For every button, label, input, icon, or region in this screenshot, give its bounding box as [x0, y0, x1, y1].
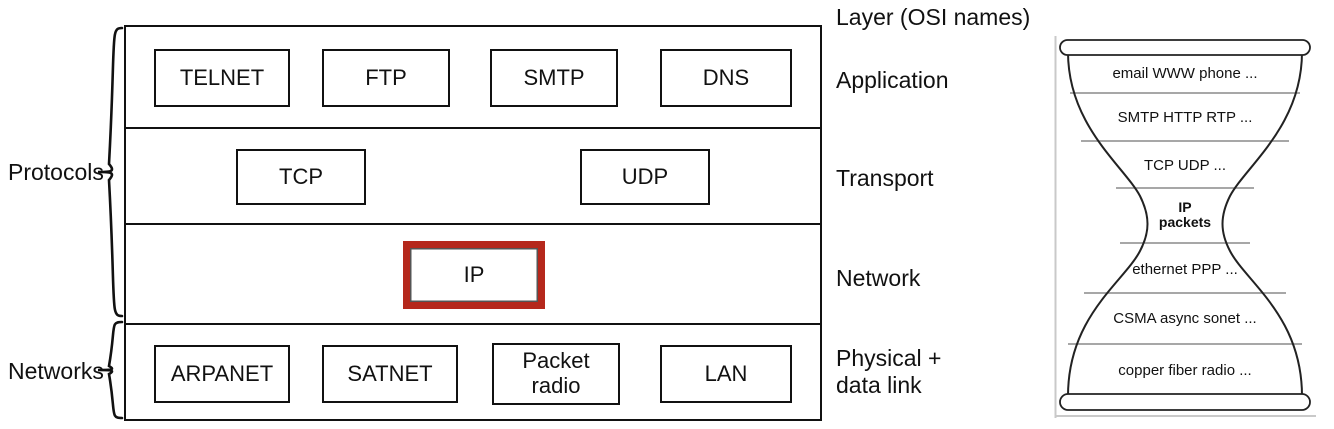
protocol-box-tcp[interactable]: TCP — [236, 149, 366, 205]
protocol-stack-frame: TELNET FTP SMTP DNS TCP UDP IP ARPANET S… — [124, 25, 822, 421]
protocol-box-udp[interactable]: UDP — [580, 149, 710, 205]
layer-column-heading: Layer (OSI names) — [836, 4, 1031, 30]
network-box-lan[interactable]: LAN — [660, 345, 792, 403]
hourglass-diagram: email WWW phone ... SMTP HTTP RTP ... TC… — [1054, 36, 1316, 418]
network-box-packet-radio[interactable]: Packet radio — [492, 343, 620, 405]
hourglass-band-applications: email WWW phone ... — [1112, 65, 1258, 82]
layer-separator-application-transport — [126, 127, 820, 129]
hourglass-bottom-cap — [1059, 393, 1311, 411]
protocol-box-ip[interactable]: IP — [403, 241, 545, 309]
bracket-networks — [97, 320, 124, 420]
hourglass-band-dividers — [1068, 92, 1302, 345]
bracket-label-protocols: Protocols — [8, 159, 104, 185]
network-box-arpanet[interactable]: ARPANET — [154, 345, 290, 403]
protocol-box-smtp[interactable]: SMTP — [490, 49, 618, 107]
layer-name-application: Application — [836, 67, 949, 93]
layer-separator-network-physical — [126, 323, 820, 325]
hourglass-left-curve — [1067, 51, 1149, 397]
layer-name-transport: Transport — [836, 165, 934, 191]
layer-separator-transport-network — [126, 223, 820, 225]
hourglass-band-app-protocols: SMTP HTTP RTP ... — [1117, 109, 1253, 126]
hourglass-band-link: ethernet PPP ... — [1132, 261, 1238, 278]
protocol-box-ftp[interactable]: FTP — [322, 49, 450, 107]
hourglass-band-physical: copper fiber radio ... — [1118, 362, 1252, 379]
hourglass-band-transport: TCP UDP ... — [1144, 157, 1226, 174]
hourglass-band-mac: CSMA async sonet ... — [1113, 310, 1257, 327]
protocol-box-telnet[interactable]: TELNET — [154, 49, 290, 107]
network-box-satnet[interactable]: SATNET — [322, 345, 458, 403]
layer-name-network: Network — [836, 265, 921, 291]
hourglass-shape — [1054, 36, 1316, 418]
hourglass-band-ip-packets: IP packets — [1158, 199, 1212, 231]
hourglass-right-curve — [1221, 51, 1303, 397]
layer-name-physical-data-link: Physical + data link — [836, 345, 942, 399]
bracket-label-networks: Networks — [8, 358, 104, 384]
hourglass-top-cap — [1059, 39, 1311, 56]
protocol-box-dns[interactable]: DNS — [660, 49, 792, 107]
bracket-protocols — [97, 26, 124, 318]
